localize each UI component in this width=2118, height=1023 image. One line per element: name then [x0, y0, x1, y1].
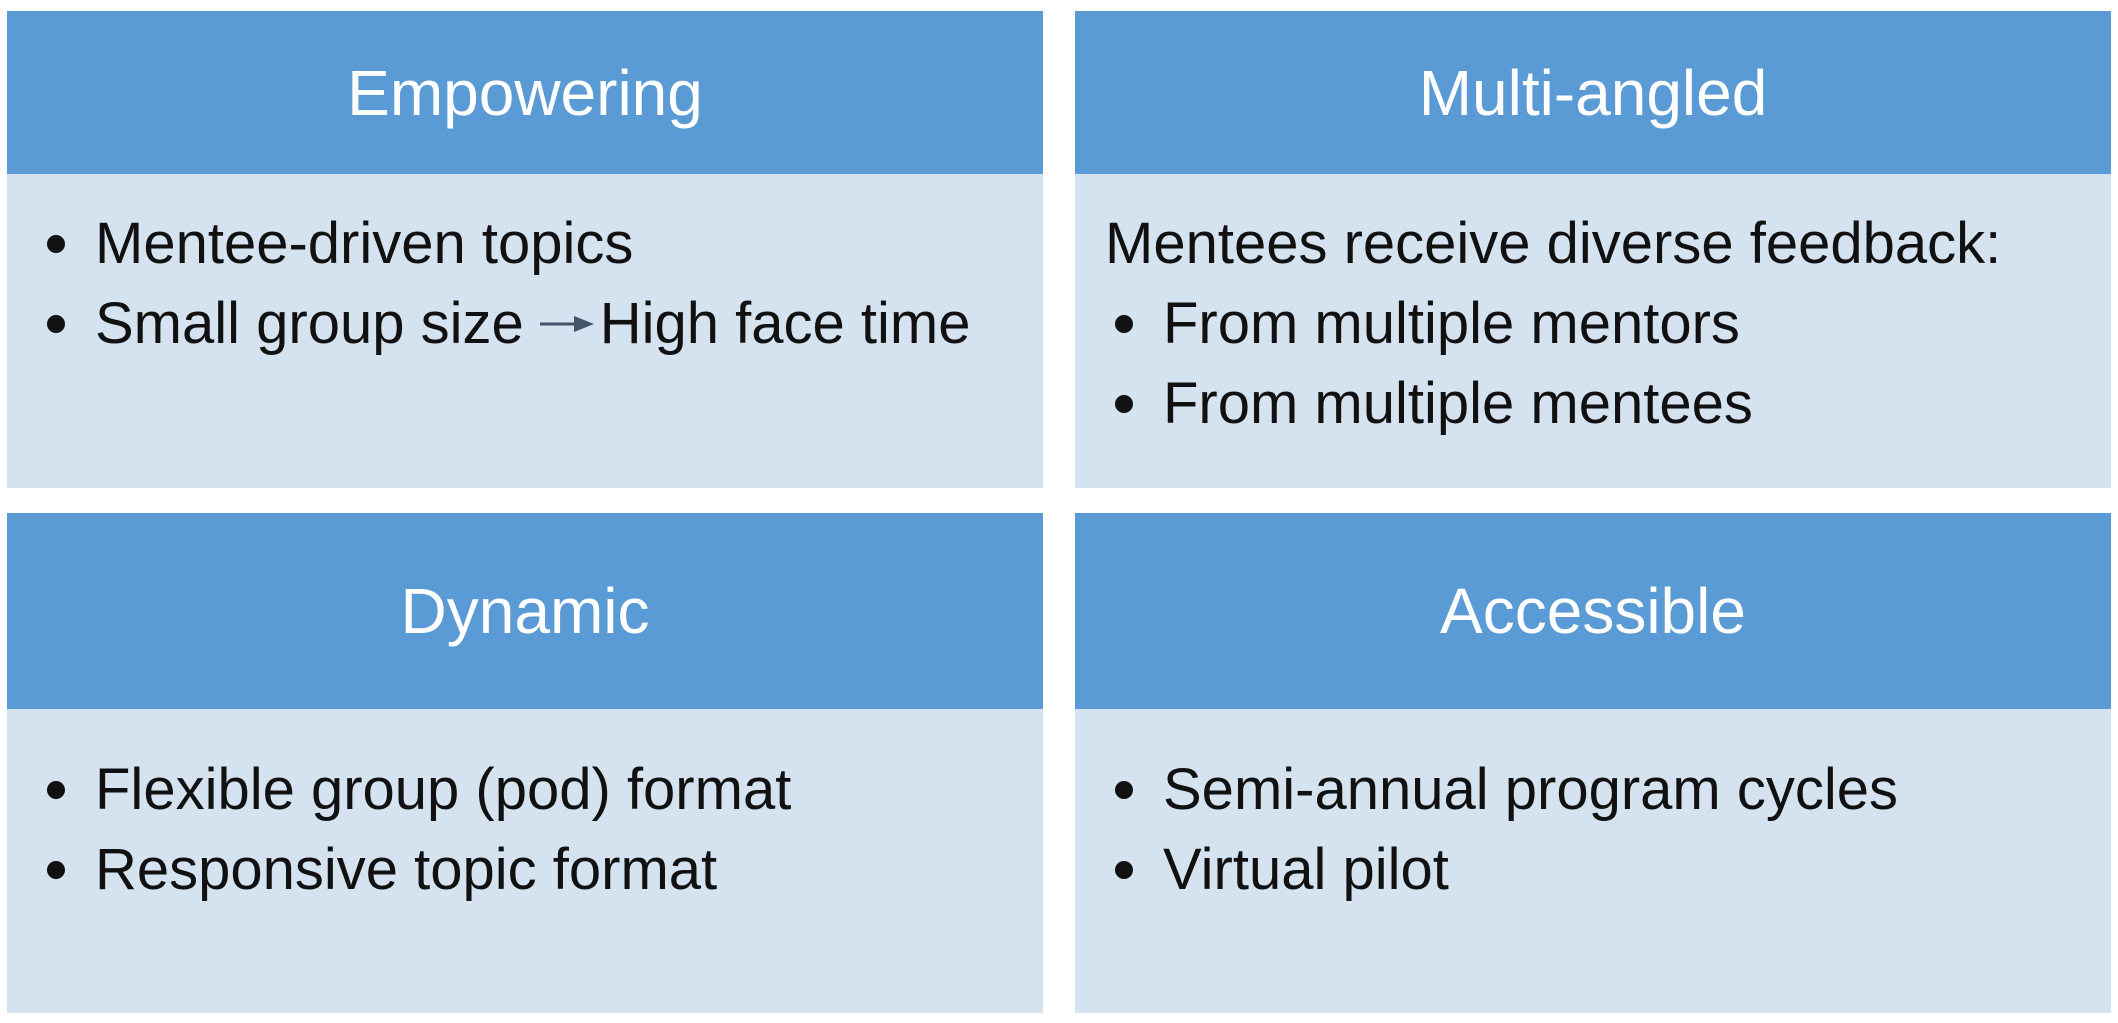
- bullet-icon: [47, 235, 65, 253]
- quadrant-dynamic: Dynamic Flexible group (pod) format Resp…: [7, 513, 1043, 1013]
- bullet-icon: [1115, 395, 1133, 413]
- quadrant-title: Dynamic: [7, 513, 1043, 709]
- bullet-icon: [47, 315, 65, 333]
- quadrant-empowering: Empowering Mentee-driven topics Small gr…: [7, 11, 1043, 488]
- bullet-text: Responsive topic format: [95, 837, 718, 902]
- intro-text: Mentees receive diverse feedback:: [1105, 211, 2002, 276]
- bullet-text: Flexible group (pod) format: [95, 757, 792, 822]
- quadrant-title: Multi-angled: [1075, 11, 2111, 174]
- quadrant-body: Mentee-driven topics Small group size Hi…: [7, 174, 1043, 488]
- bullet-text: Mentee-driven topics: [95, 211, 634, 276]
- list-item: From multiple mentors: [1075, 284, 2111, 364]
- bullet-icon: [1115, 781, 1133, 799]
- quadrant-multi-angled: Multi-angled Mentees receive diverse fee…: [1075, 11, 2111, 488]
- bullet-list: Flexible group (pod) format Responsive t…: [7, 750, 1043, 910]
- quadrant-body: Semi-annual program cycles Virtual pilot: [1075, 709, 2111, 1013]
- arrow-right-icon: [539, 315, 594, 332]
- bullet-text: From multiple mentees: [1163, 371, 1753, 436]
- list-item: Virtual pilot: [1075, 830, 2111, 910]
- bullet-icon: [47, 861, 65, 879]
- quadrant-body: Mentees receive diverse feedback: From m…: [1075, 174, 2111, 488]
- list-item: Semi-annual program cycles: [1075, 750, 2111, 830]
- bullet-text-before-arrow: Small group size: [95, 291, 524, 356]
- bullet-list: Mentee-driven topics Small group size Hi…: [7, 204, 1043, 364]
- bullet-icon: [1115, 315, 1133, 333]
- list-item: From multiple mentees: [1075, 364, 2111, 444]
- bullet-text: Semi-annual program cycles: [1163, 757, 1898, 822]
- quadrant-title: Accessible: [1075, 513, 2111, 709]
- bullet-icon: [47, 781, 65, 799]
- quadrant-body: Flexible group (pod) format Responsive t…: [7, 709, 1043, 1013]
- bullet-list: Semi-annual program cycles Virtual pilot: [1075, 750, 2111, 910]
- bullet-list: From multiple mentors From multiple ment…: [1075, 284, 2111, 444]
- quadrant-title: Empowering: [7, 11, 1043, 174]
- list-item: Responsive topic format: [7, 830, 1043, 910]
- quadrant-accessible: Accessible Semi-annual program cycles Vi…: [1075, 513, 2111, 1013]
- bullet-text-after-arrow: High face time: [599, 291, 971, 356]
- list-item: Mentee-driven topics: [7, 204, 1043, 284]
- bullet-icon: [1115, 861, 1133, 879]
- list-item: Flexible group (pod) format: [7, 750, 1043, 830]
- bullet-text: From multiple mentors: [1163, 291, 1740, 356]
- bullet-text: Virtual pilot: [1163, 837, 1449, 902]
- list-item: Small group size High face time: [7, 284, 1043, 364]
